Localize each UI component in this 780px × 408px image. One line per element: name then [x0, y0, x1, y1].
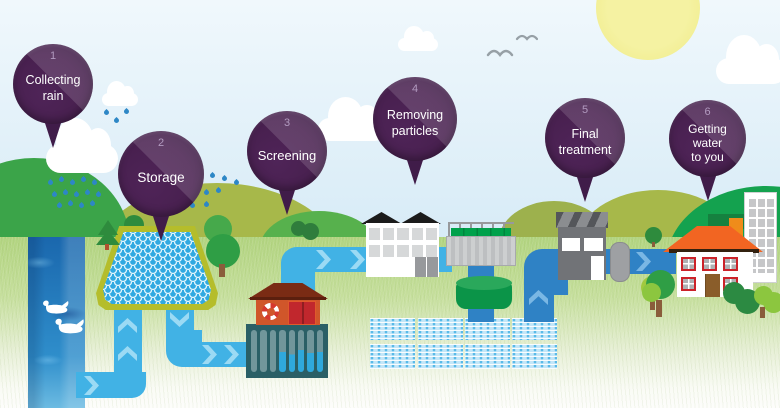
screen-box [246, 324, 328, 378]
cloud-icon [716, 34, 780, 84]
house-door [705, 274, 720, 297]
step-number: 6 [704, 106, 711, 118]
screening-hut-door [288, 301, 316, 325]
step-label: Screening [257, 147, 317, 163]
tree-icon [645, 227, 662, 244]
step-balloon-3[interactable]: 3 Screening [247, 111, 327, 215]
step-balloon-4[interactable]: 4 Removing particles [373, 77, 457, 185]
tree-icon [642, 283, 661, 302]
step-number: 1 [49, 50, 57, 62]
reservoir [96, 226, 218, 310]
tree-icon [206, 234, 240, 268]
apartment-block [744, 192, 777, 283]
screening-hut-roof [248, 283, 328, 299]
step-balloon-2[interactable]: 2 Storage [118, 131, 204, 241]
step-number: 5 [581, 104, 589, 116]
swan-icon [55, 318, 84, 334]
cloud-icon [398, 26, 438, 51]
swan-icon [43, 300, 69, 314]
cloud-icon [46, 117, 118, 173]
storage-cylinder [610, 242, 630, 282]
step-balloon-6[interactable]: 6 Getting water to you [669, 100, 746, 201]
bush-icon [302, 223, 319, 240]
balloon-tail [406, 157, 424, 185]
sun-icon [596, 0, 700, 60]
step-label: Collecting rain [25, 73, 81, 103]
step-label: Getting water to you [688, 121, 727, 165]
pipe-intake-riser [114, 306, 142, 382]
balloon-tail [576, 174, 594, 202]
balloon-tail [152, 213, 170, 241]
step-balloon-5[interactable]: 5 Final treatment [545, 98, 625, 202]
cloud-icon [102, 81, 138, 106]
lifebuoy-icon [262, 303, 279, 320]
step-label: Final treatment [558, 127, 612, 157]
pipe-to-screening [190, 342, 252, 367]
cloud-icon [318, 97, 386, 141]
balloon-tail [698, 173, 717, 201]
step-number: 3 [283, 117, 291, 129]
step-balloon-1[interactable]: 1 Collecting rain [13, 44, 93, 148]
step-label: Removing particles [386, 108, 444, 138]
bird-icon [486, 34, 538, 57]
screening-station [246, 283, 330, 379]
balloon-tail [278, 187, 296, 215]
step-number: 4 [411, 83, 419, 95]
step-number: 2 [157, 137, 165, 149]
tree-icon [763, 292, 780, 313]
balloon-tail [44, 120, 62, 148]
step-label: Storage [137, 170, 185, 186]
